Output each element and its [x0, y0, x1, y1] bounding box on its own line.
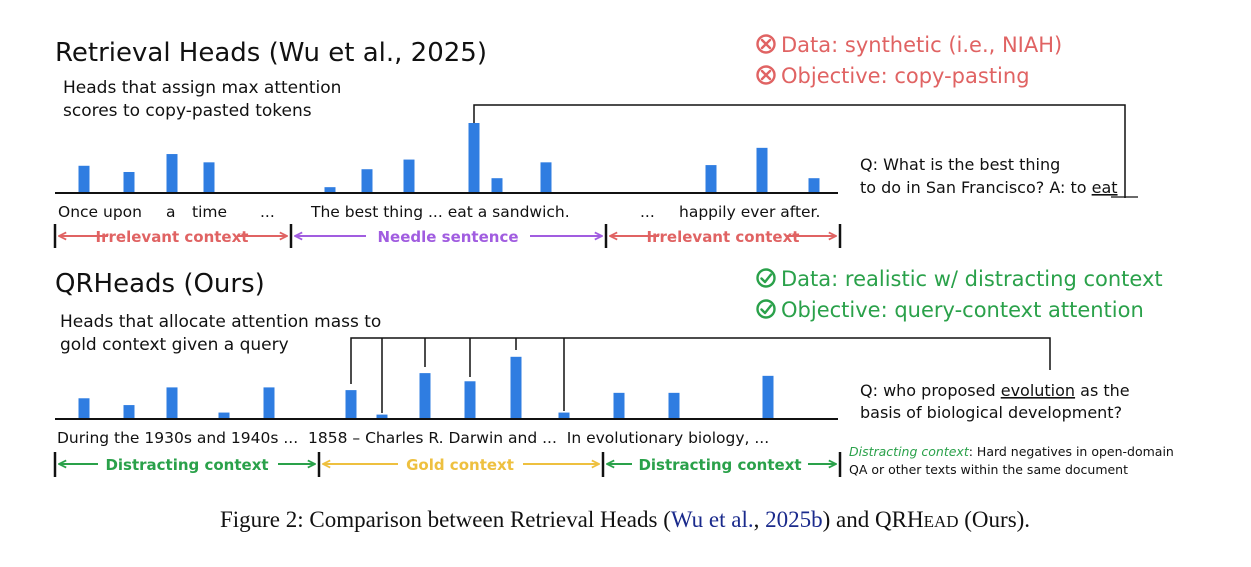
- span-label: Irrelevant context: [96, 228, 249, 246]
- attention-bar: [361, 169, 373, 192]
- span-label: Distracting context: [105, 456, 268, 474]
- top-span-separators: [53, 224, 842, 248]
- bottom-question-line2: basis of biological development?: [860, 403, 1122, 422]
- top-span-irrelevant-1: Irrelevant context: [59, 228, 287, 246]
- caption-text: (Ours).: [959, 507, 1031, 532]
- attention-bar: [464, 381, 476, 418]
- attention-bar: [123, 405, 135, 418]
- attention-bar: [78, 165, 90, 192]
- attention-bar: [403, 159, 415, 192]
- attention-bar: [78, 398, 90, 418]
- attention-bar: [376, 414, 388, 418]
- attention-bar: [705, 165, 717, 192]
- top-span-needle: Needle sentence: [295, 228, 602, 246]
- attention-bar: [468, 123, 480, 192]
- attention-bar: [762, 375, 774, 418]
- check-circle-icon: [756, 299, 776, 319]
- question-text: Q: who proposed: [860, 381, 1001, 400]
- attention-bar: [166, 387, 178, 418]
- token: time: [192, 203, 227, 221]
- attention-bar: [613, 392, 625, 418]
- token: Once upon: [58, 203, 142, 221]
- attention-bar: [218, 412, 230, 418]
- top-question-line2: to do in San Francisco? A: to eat: [860, 178, 1118, 197]
- caption-text: Figure 2: Comparison between Retrieval H…: [220, 507, 671, 532]
- bottom-tokens: During the 1930s and 1940s ... 1858 – Ch…: [57, 429, 769, 447]
- token: a: [166, 203, 176, 221]
- question-text: as the: [1075, 381, 1130, 400]
- caption-text: ,: [754, 507, 766, 532]
- x-circle-icon: [756, 34, 776, 54]
- bottom-span-gold: Gold context: [323, 456, 599, 474]
- x-circle-icon: [756, 65, 776, 85]
- bottom-desc-line1: Heads that allocate attention mass to: [60, 312, 381, 332]
- top-tokens: Once upon a time ... The best thing ... …: [58, 203, 820, 221]
- attention-bar: [166, 154, 178, 192]
- caption-citation-year: 2025b: [765, 507, 823, 532]
- attention-bar: [668, 392, 680, 418]
- top-attention-bars: [78, 123, 820, 192]
- bottom-span-distracting-2: Distracting context: [607, 456, 836, 474]
- top-question-line1: Q: What is the best thing: [860, 155, 1060, 174]
- caption-citation-author: Wu et al.: [671, 507, 754, 532]
- caption-text: ) and QRH: [823, 507, 924, 532]
- note-term: Distracting context: [849, 444, 970, 459]
- span-label: Distracting context: [638, 456, 801, 474]
- bottom-question-line1: Q: who proposed evolution as the: [860, 381, 1130, 400]
- check-circle-icon: [756, 268, 776, 288]
- token: happily ever after.: [679, 203, 820, 221]
- top-connector: [473, 104, 1126, 198]
- caption-smallcaps: EAD: [924, 512, 959, 531]
- attention-bar: [808, 178, 820, 192]
- attention-bar: [345, 390, 357, 418]
- top-desc-line2: scores to copy-pasted tokens: [63, 101, 312, 121]
- span-label: Gold context: [406, 456, 514, 474]
- attention-bar: [419, 373, 431, 418]
- bottom-title: QRHeads (Ours): [55, 269, 265, 299]
- attention-bar: [263, 387, 275, 418]
- attention-bar: [123, 171, 135, 192]
- attention-bar: [540, 162, 552, 192]
- bottom-connector: [350, 337, 1051, 413]
- bottom-attention-bars: [78, 356, 774, 418]
- span-label: Irrelevant context: [647, 228, 800, 246]
- span-label: Needle sentence: [377, 228, 518, 246]
- distracting-note-line1: Distracting context: Hard negatives in o…: [849, 444, 1174, 459]
- top-con-data: Data: synthetic (i.e., NIAH): [781, 33, 1062, 57]
- attention-bar: [491, 178, 503, 192]
- bottom-pro-objective: Objective: query-context attention: [781, 298, 1144, 322]
- question-text: to do in San Francisco? A: to: [860, 178, 1092, 197]
- top-desc-line1: Heads that assign max attention: [63, 78, 341, 98]
- top-con-objective: Objective: copy-pasting: [781, 64, 1030, 88]
- token: ...: [260, 203, 275, 221]
- note-text: : Hard negatives in open-domain: [969, 444, 1174, 459]
- figure-caption: Figure 2: Comparison between Retrieval H…: [220, 507, 1030, 532]
- top-title: Retrieval Heads (Wu et al., 2025): [55, 38, 487, 68]
- top-span-irrelevant-2: Irrelevant context: [610, 228, 836, 246]
- bottom-span-separators: [53, 452, 842, 477]
- token: ...: [640, 203, 655, 221]
- distracting-note-line2: QA or other texts within the same docume…: [849, 462, 1128, 477]
- bottom-pro-data: Data: realistic w/ distracting context: [781, 267, 1163, 291]
- bottom-desc-line2: gold context given a query: [60, 335, 289, 355]
- bottom-span-distracting-1: Distracting context: [59, 456, 315, 474]
- attention-bar: [203, 162, 215, 192]
- question-keyword: evolution: [1001, 381, 1075, 400]
- token: The best thing ... eat a sandwich.: [310, 203, 570, 221]
- answer-text: eat: [1092, 178, 1118, 197]
- attention-bar: [510, 356, 522, 418]
- attention-bar: [324, 187, 336, 192]
- attention-bar: [756, 147, 768, 192]
- attention-bar: [558, 412, 570, 418]
